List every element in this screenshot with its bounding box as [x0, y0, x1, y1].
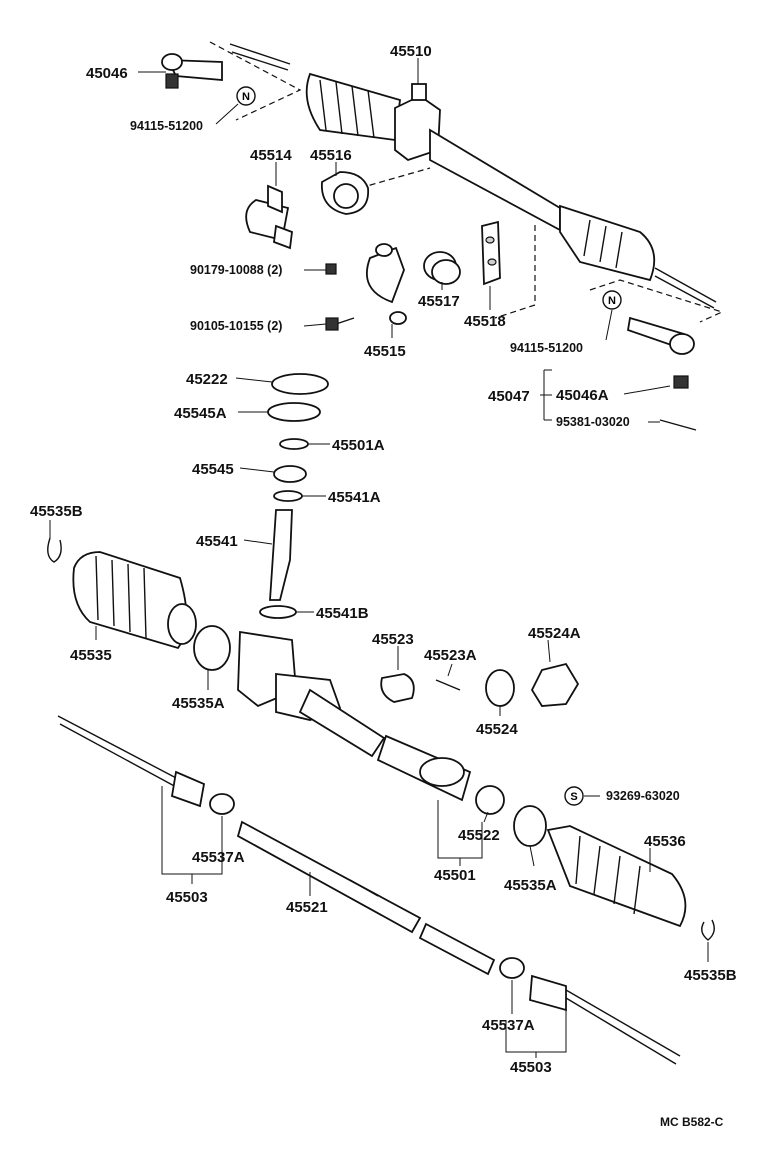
tie-rod-end-left-top: [161, 43, 291, 89]
middle-rack-assembly: S: [47, 537, 715, 941]
spring-45545: [273, 465, 307, 483]
label-45503-right: 45503: [510, 1059, 552, 1076]
label-45518: 45518: [464, 313, 506, 330]
label-45510: 45510: [390, 43, 432, 60]
label-95381: 95381-03020: [556, 415, 630, 429]
label-94115-right: 94115-51200: [510, 341, 583, 355]
label-45514: 45514: [250, 147, 292, 164]
nut-45545A: [267, 402, 321, 422]
label-94115-top: 94115-51200: [130, 119, 203, 133]
label-45047: 45047: [488, 388, 530, 405]
label-45535A-left: 45535A: [172, 695, 225, 712]
label-45517: 45517: [418, 293, 460, 310]
label-45535B-left: 45535B: [30, 503, 83, 520]
label-45524A: 45524A: [528, 625, 581, 642]
top-rack-assembly: N N: [161, 41, 724, 431]
bottom-rods: [57, 715, 681, 1065]
label-90105: 90105-10155 (2): [190, 319, 282, 333]
grommet-45517: [423, 251, 461, 285]
n-mark-right: N: [608, 295, 616, 307]
label-45523A: 45523A: [424, 647, 477, 664]
label-45537A-right: 45537A: [482, 1017, 535, 1034]
label-45521: 45521: [286, 899, 328, 916]
drawing-code: MC B582-C: [660, 1115, 724, 1129]
label-45501A: 45501A: [332, 437, 385, 454]
label-45222: 45222: [186, 371, 228, 388]
label-45535B-right: 45535B: [684, 967, 737, 984]
bracket-45514: [245, 184, 293, 250]
label-90179: 90179-10088 (2): [190, 263, 282, 277]
part-labels: 45046 94115-51200 45510 45514 45516 9017…: [30, 43, 737, 1076]
rack-housing-top: [305, 72, 717, 309]
label-45524: 45524: [476, 721, 518, 738]
cover-45222: [271, 373, 329, 395]
label-45515: 45515: [364, 343, 406, 360]
tie-rod-end-right: [626, 316, 697, 431]
label-45541: 45541: [196, 533, 238, 550]
n-mark-top: N: [242, 91, 250, 103]
n-circle-top: [236, 86, 256, 106]
boot-45536: [513, 805, 715, 941]
label-45535: 45535: [70, 647, 112, 664]
label-45522: 45522: [458, 827, 500, 844]
label-45503-left: 45503: [166, 889, 208, 906]
label-45501: 45501: [434, 867, 476, 884]
label-45536: 45536: [644, 833, 686, 850]
label-45545: 45545: [192, 461, 234, 478]
label-45537A-left: 45537A: [192, 849, 245, 866]
label-93269: 93269-63020: [606, 789, 680, 803]
n-circle-right: [602, 290, 622, 310]
label-45541B: 45541B: [316, 605, 369, 622]
clamp-45535A-left: [193, 625, 231, 671]
label-45516: 45516: [310, 147, 352, 164]
pinion-45541: [269, 509, 293, 601]
grommet-45516: [321, 171, 369, 215]
label-45523: 45523: [372, 631, 414, 648]
leader-lines: [49, 58, 709, 1058]
pinion-stack: [259, 373, 329, 619]
clamp-45518: [481, 220, 501, 286]
label-45541A: 45541A: [328, 489, 381, 506]
bracket-45515: [365, 243, 407, 325]
s-mark: S: [570, 791, 577, 803]
bolts-top: [325, 263, 355, 331]
label-45535A-right: 45535A: [504, 877, 557, 894]
s-circle: [564, 786, 584, 806]
label-45046A: 45046A: [556, 387, 609, 404]
label-45046: 45046: [86, 65, 128, 82]
label-45545A: 45545A: [174, 405, 227, 422]
boot-45535: [47, 537, 197, 650]
